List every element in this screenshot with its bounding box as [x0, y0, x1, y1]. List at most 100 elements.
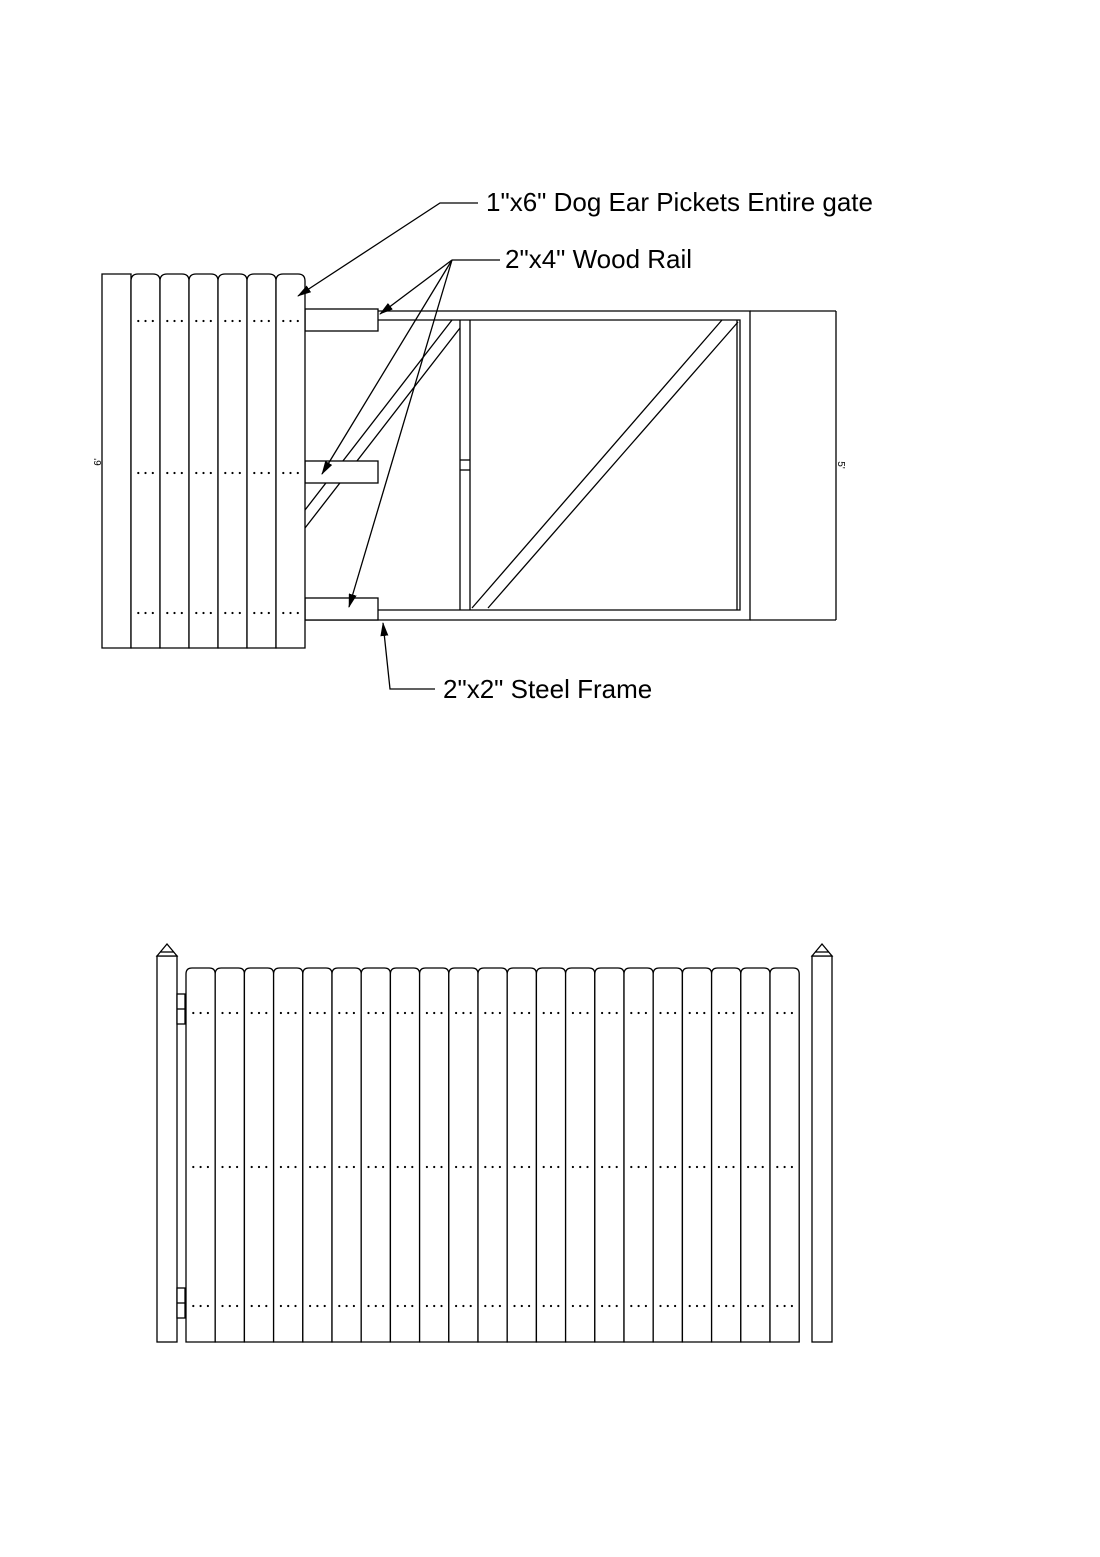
nail-dot [732, 1011, 735, 1015]
nail-dot [615, 1011, 618, 1015]
nail-dot [199, 1165, 202, 1169]
nail-dot [236, 1304, 239, 1308]
nail-dot [250, 1011, 253, 1015]
picket-stack [101, 273, 306, 649]
steel-frame [304, 310, 837, 621]
nail-dot [260, 611, 263, 615]
nail-dot [440, 1165, 443, 1169]
nail-dot [231, 319, 234, 323]
nail-dot [754, 1011, 757, 1015]
picket [652, 967, 684, 1343]
nail-dot [498, 1165, 501, 1169]
nail-dot [294, 1165, 297, 1169]
nail-dot [549, 1011, 553, 1015]
nail-dot [754, 1165, 757, 1169]
nail-dot [206, 1165, 209, 1169]
nail-dot [151, 611, 154, 615]
nail-dot [180, 319, 183, 323]
nail-dot [484, 1011, 487, 1015]
nail-dot [202, 611, 205, 615]
nail-dot [282, 471, 285, 475]
nail-dot [309, 1165, 312, 1169]
nail-dot [579, 1165, 582, 1169]
nail-dot [338, 1165, 341, 1169]
nail-dot [674, 1165, 677, 1169]
nail-dot [491, 1304, 494, 1308]
nail-dot [231, 471, 234, 475]
nail-dot [520, 1011, 523, 1015]
nail-dot [137, 319, 140, 323]
nail-dot [549, 1304, 553, 1308]
picket [477, 967, 508, 1343]
nail-dot [199, 1011, 202, 1015]
wood-rail-bottom [304, 597, 379, 621]
nail-dot [608, 1011, 611, 1015]
nail-dot [747, 1011, 750, 1015]
nail-dot [180, 611, 183, 615]
nail-dot [433, 1011, 436, 1015]
callout-wood-rail: 2"x4" Wood Rail [505, 244, 692, 274]
nail-dot [790, 1165, 794, 1169]
wood-rails [304, 308, 379, 621]
nail-dot [209, 319, 212, 323]
nail-dot [338, 1011, 341, 1015]
nail-dot [173, 471, 176, 475]
nail-dot [257, 1304, 261, 1308]
nail-dot [287, 1165, 290, 1169]
nail-dot [180, 471, 183, 475]
nail-dot [173, 319, 176, 323]
nail-dot [403, 1304, 407, 1308]
nail-dot [253, 611, 256, 615]
nail-dot [382, 1165, 385, 1169]
picket [246, 273, 277, 649]
nail-dot [202, 471, 205, 475]
nail-dot [253, 319, 256, 323]
nail-dot [411, 1011, 414, 1015]
nail-dot [209, 471, 212, 475]
nail-dot [747, 1165, 750, 1169]
picket-height-dimension: 6' [93, 458, 104, 466]
nail-dot [557, 1011, 560, 1015]
nail-dot [674, 1304, 677, 1308]
nail-dot [484, 1304, 487, 1308]
nail-dot [520, 1165, 523, 1169]
callout-steel-frame: 2"x2" Steel Frame [443, 674, 652, 704]
nail-dot [513, 1304, 516, 1308]
nail-dot [236, 1165, 239, 1169]
nail-dot [455, 1011, 458, 1015]
picket [302, 967, 333, 1343]
nail-dot [396, 1304, 399, 1308]
nail-dot [528, 1304, 531, 1308]
nail-dot [265, 1165, 268, 1169]
nail-dot [725, 1165, 728, 1169]
nail-dot [659, 1304, 662, 1308]
nail-dot [491, 1165, 494, 1169]
nail-dot [440, 1304, 443, 1308]
picket [188, 273, 219, 649]
nail-dot [250, 1304, 253, 1308]
nail-dot [238, 611, 241, 615]
nail-dot [403, 1165, 407, 1169]
picket [243, 967, 275, 1343]
nail-dot [703, 1165, 706, 1169]
nail-dot [323, 1165, 326, 1169]
picket [159, 273, 190, 649]
nail-dot [688, 1165, 691, 1169]
nail-dot [776, 1165, 779, 1169]
nail-dot [549, 1165, 553, 1169]
nail-dot [601, 1165, 604, 1169]
nail-dot [202, 319, 205, 323]
nail-dot [674, 1011, 677, 1015]
nail-dot [776, 1304, 779, 1308]
nail-dot [316, 1165, 319, 1169]
nail-dot [151, 319, 154, 323]
left-post [155, 942, 179, 1343]
nail-dot [224, 319, 227, 323]
nail-dot [294, 1011, 297, 1015]
nail-dot [513, 1011, 516, 1015]
nail-dot [411, 1304, 414, 1308]
nail-dot [462, 1304, 465, 1308]
nail-dot [520, 1304, 523, 1308]
nail-dot [790, 1011, 794, 1015]
nail-dot [498, 1011, 501, 1015]
